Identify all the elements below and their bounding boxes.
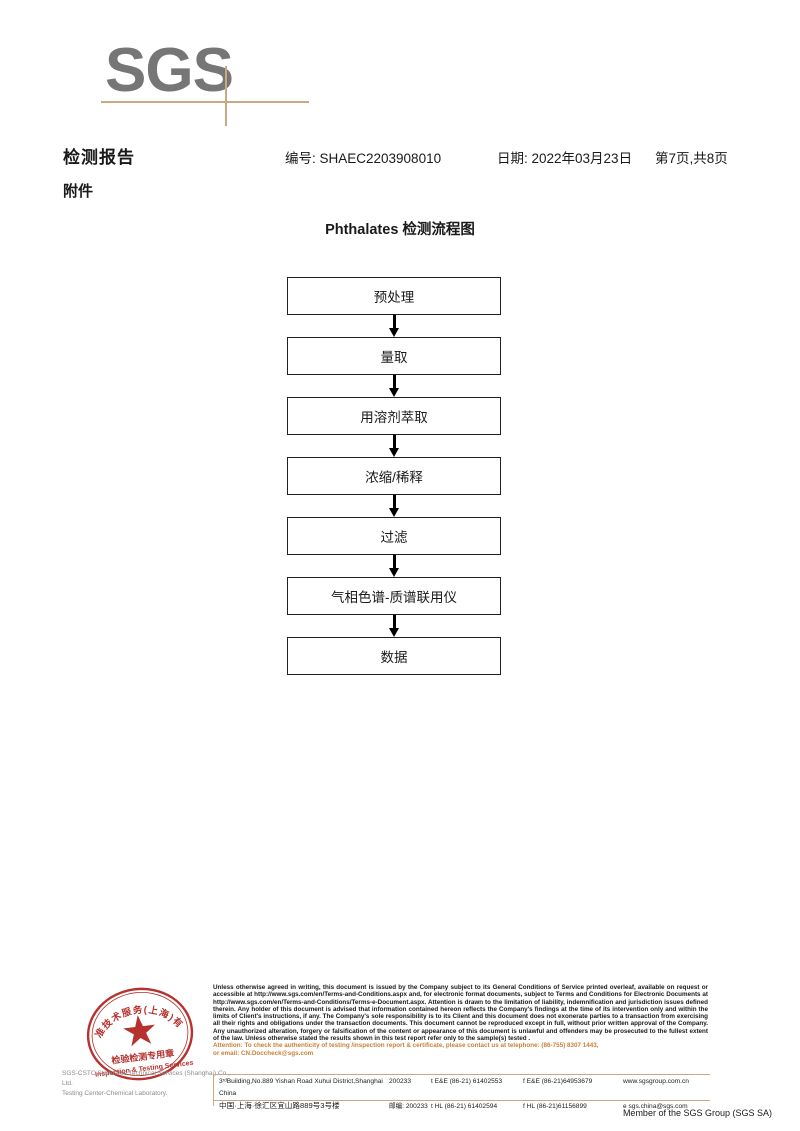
contact-address-block: 3ʳᵈBuilding,No.889 Yishan Road Xuhui Dis… [219, 1076, 709, 1113]
tel-hl: t HL (86-21) 61402594 [431, 1103, 498, 1110]
flow-arrow-icon [287, 555, 501, 577]
flow-step-box: 数据 [287, 637, 501, 675]
zip-en: 200233 [389, 1078, 412, 1085]
logo-text: SGS [105, 36, 234, 105]
official-seal-stamp: 通标标准技术服务(上海)有限公司 检验检测专用章 Inspection & Te… [78, 982, 203, 1094]
logo-horizontal-rule [101, 101, 309, 103]
flow-arrow-icon [287, 615, 501, 637]
flow-step-box: 用溶剂萃取 [287, 397, 501, 435]
page-indicator: 第7页,共8页 [655, 151, 728, 166]
flow-step-box: 预处理 [287, 277, 501, 315]
tel-ee: t E&E (86-21) 61402553 [431, 1078, 503, 1085]
attachment-label: 附件 [63, 183, 94, 200]
flow-arrow-icon [287, 315, 501, 337]
flow-arrow-icon [287, 375, 501, 397]
address-row-cn: 中国·上海·徐汇区宜山路889号3号楼 邮编: 200233 t HL (86-… [219, 1100, 709, 1113]
flowchart-title: Phthalates 检测流程图 [325, 222, 475, 238]
footer-divider-vertical [213, 1074, 214, 1106]
sgs-logo: SGS [101, 36, 309, 126]
fax-hl: f HL (86-21)61156899 [523, 1103, 587, 1110]
legal-disclaimer: Unless otherwise agreed in writing, this… [213, 984, 708, 1057]
company-name-line1: SGS-CSTC Standards Technical Services (S… [62, 1070, 230, 1087]
logo-vertical-rule [225, 66, 227, 126]
flow-step-box: 浓缩/稀释 [287, 457, 501, 495]
footer-divider-bottom [213, 1100, 710, 1101]
zip-cn: 邮编: 200233 [389, 1103, 428, 1110]
address-cn: 中国·上海·徐汇区宜山路889号3号楼 [219, 1101, 340, 1110]
flowchart: 预处理 量取 用溶剂萃取 浓缩/稀释 过滤 气相色谱-质谱联用仪 数据 [287, 277, 503, 675]
email: e sgs.china@sgs.com [623, 1103, 688, 1110]
flow-step-box: 过滤 [287, 517, 501, 555]
website: www.sgsgroup.com.cn [623, 1078, 689, 1085]
flow-step-box: 气相色谱-质谱联用仪 [287, 577, 501, 615]
page-title: 检测报告 [63, 148, 135, 167]
flow-step-box: 量取 [287, 337, 501, 375]
company-name-line2: Testing Center-Chemical Laboratory. [62, 1090, 168, 1097]
report-date: 日期: 2022年03月23日 [497, 151, 633, 166]
flow-arrow-icon [287, 495, 501, 517]
fax-ee: f E&E (86-21)64953679 [523, 1078, 593, 1085]
member-statement: Member of the SGS Group (SGS SA) [622, 1108, 772, 1118]
address-row-en: 3ʳᵈBuilding,No.889 Yishan Road Xuhui Dis… [219, 1076, 709, 1100]
legal-paragraph: Unless otherwise agreed in writing, this… [213, 984, 708, 1043]
company-name-block: SGS-CSTC Standards Technical Services (S… [62, 1069, 242, 1099]
flow-arrow-icon [287, 435, 501, 457]
attention-line-1: Attention: To check the authenticity of … [213, 1042, 599, 1050]
address-en: 3ʳᵈBuilding,No.889 Yishan Road Xuhui Dis… [219, 1078, 383, 1097]
footer-divider-top [213, 1074, 710, 1075]
report-number: 编号: SHAEC2203908010 [285, 151, 442, 166]
attention-line-2: or email: CN.Doccheck@sgs.com [213, 1049, 314, 1057]
